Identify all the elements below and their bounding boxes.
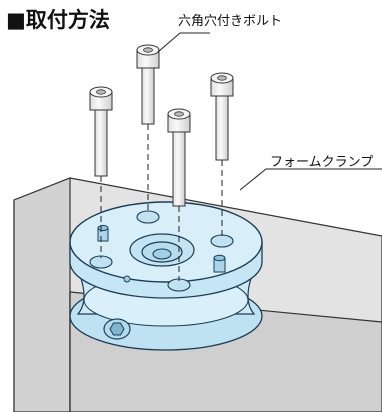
- alignment-lines: [100, 124, 223, 281]
- clamp-callout-label: フォームクランプ: [270, 155, 374, 170]
- hex-socket-bolt: [89, 86, 113, 177]
- hex-socket-bolt: [167, 108, 191, 207]
- bolt-callout-label: 六角穴付きボルト: [178, 14, 283, 29]
- hex-socket-bolt: [136, 44, 160, 125]
- page-title: ■取付方法: [6, 8, 110, 32]
- form-clamp: [69, 201, 263, 351]
- hex-socket-bolt: [210, 72, 234, 161]
- clamp-leader-line: [239, 168, 382, 191]
- bolt-leader-line: [157, 32, 210, 53]
